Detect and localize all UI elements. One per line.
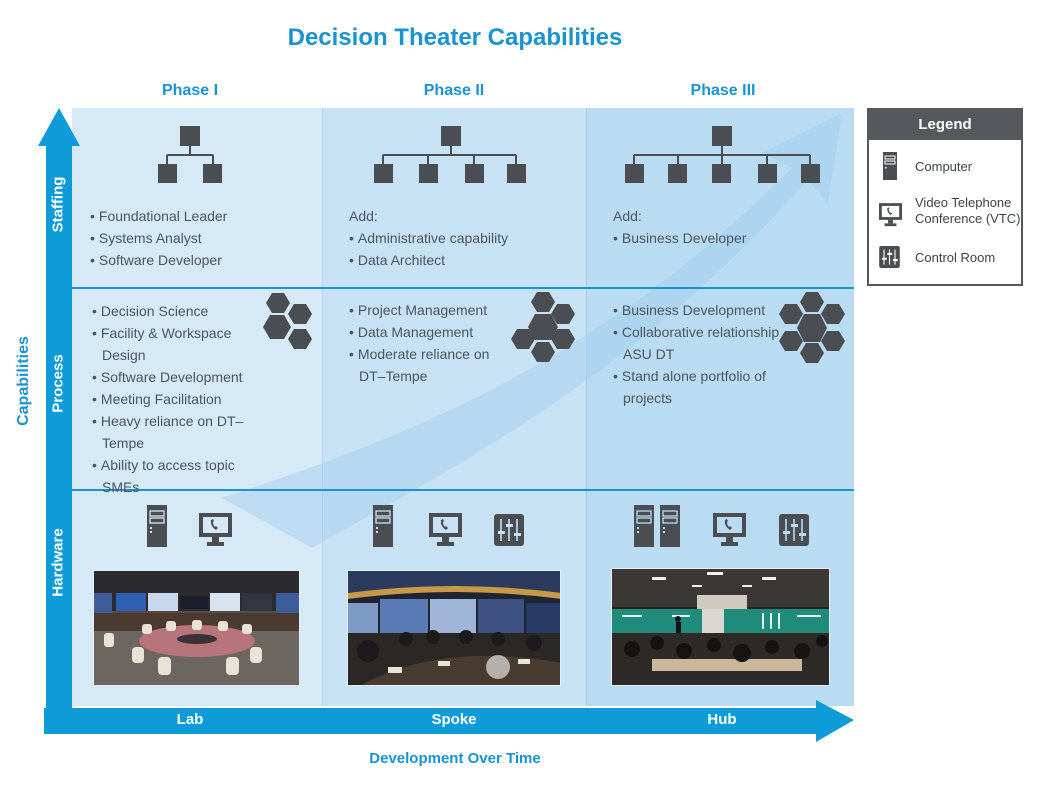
- list-item: Heavy reliance on DT–Tempe: [92, 410, 262, 454]
- spoke-room-photo: [347, 570, 561, 686]
- legend: Legend Computer Video Telephone Conferen…: [867, 108, 1023, 286]
- list-item: Moderate reliance on DT–Tempe: [349, 343, 509, 387]
- process-list-phase-1: Decision Science Facility & Workspace De…: [92, 300, 262, 498]
- computer-icon: [634, 505, 654, 547]
- staffing-list-phase-2: Administrative capability Data Architect: [349, 227, 508, 271]
- lab-room-photo: [93, 570, 300, 686]
- legend-title: Legend: [869, 110, 1021, 140]
- control-room-icon: [494, 514, 524, 546]
- legend-label: Video Telephone Conference (VTC): [915, 195, 1021, 226]
- list-item: Software Developer: [90, 249, 227, 271]
- list-item: Business Development: [613, 299, 785, 321]
- row-divider-2: [72, 489, 854, 491]
- hexagon-cluster-icon: [263, 293, 312, 349]
- hub-room-photo: [611, 568, 830, 686]
- hexagon-cluster-icon: [779, 292, 845, 363]
- list-item: Decision Science: [92, 300, 262, 322]
- legend-label: Computer: [915, 159, 973, 174]
- stage-label-spoke: Spoke: [431, 711, 477, 728]
- list-item: Business Developer: [613, 227, 747, 249]
- control-room-icon: [779, 514, 809, 546]
- staffing-list-phase-3: Business Developer: [613, 227, 747, 249]
- development-axis-label: Development Over Time: [369, 750, 541, 767]
- phase-label-3: Phase III: [690, 82, 756, 99]
- vtc-icon: [879, 203, 902, 227]
- list-item: Stand alone portfolio of projects: [613, 365, 785, 409]
- list-item: Data Management: [349, 321, 509, 343]
- org-chart-icon: [374, 126, 526, 183]
- list-item: Project Management: [349, 299, 509, 321]
- legend-label: Control Room: [915, 250, 996, 265]
- control-room-icon: [879, 246, 900, 268]
- row-divider-1: [72, 287, 854, 289]
- capabilities-axis-label: Capabilities: [15, 336, 32, 426]
- stage-label-lab: Lab: [176, 711, 204, 728]
- list-item: Systems Analyst: [90, 227, 227, 249]
- staffing-add-phase-3: Add:: [613, 208, 642, 224]
- list-item: Data Architect: [349, 249, 508, 271]
- org-chart-icon: [625, 126, 820, 183]
- computer-icon: [373, 505, 393, 547]
- phase-label-2: Phase II: [423, 82, 485, 99]
- staffing-add-phase-2: Add:: [349, 208, 378, 224]
- list-item: Meeting Facilitation: [92, 388, 262, 410]
- list-item: Facility & Workspace Design: [92, 322, 262, 366]
- list-item: Administrative capability: [349, 227, 508, 249]
- process-list-phase-3: Business Development Collaborative relat…: [613, 299, 785, 409]
- list-item: Foundational Leader: [90, 205, 227, 227]
- list-item: Software Development: [92, 366, 262, 388]
- list-item: Ability to access topic SMEs: [92, 454, 262, 498]
- phase-label-1: Phase I: [161, 82, 219, 99]
- computer-icon: [660, 505, 680, 547]
- horizontal-axis-arrow: [44, 700, 854, 742]
- row-label-process: Process: [49, 354, 67, 413]
- process-list-phase-2: Project Management Data Management Moder…: [349, 299, 509, 387]
- page-title: Decision Theater Capabilities: [287, 24, 623, 51]
- row-label-staffing: Staffing: [49, 176, 67, 233]
- computer-icon: [147, 505, 167, 547]
- vtc-icon: [199, 513, 232, 546]
- vertical-axis-arrow: [38, 108, 80, 734]
- list-item: Collaborative relationship ASU DT: [613, 321, 785, 365]
- row-label-hardware: Hardware: [49, 528, 67, 597]
- org-chart-icon: [158, 126, 222, 183]
- stage-label-hub: Hub: [707, 711, 737, 728]
- computer-icon: [883, 152, 897, 180]
- vtc-icon: [429, 513, 462, 546]
- staffing-list-phase-1: Foundational Leader Systems Analyst Soft…: [90, 205, 227, 271]
- hexagon-cluster-icon: [511, 292, 575, 362]
- vtc-icon: [713, 513, 746, 546]
